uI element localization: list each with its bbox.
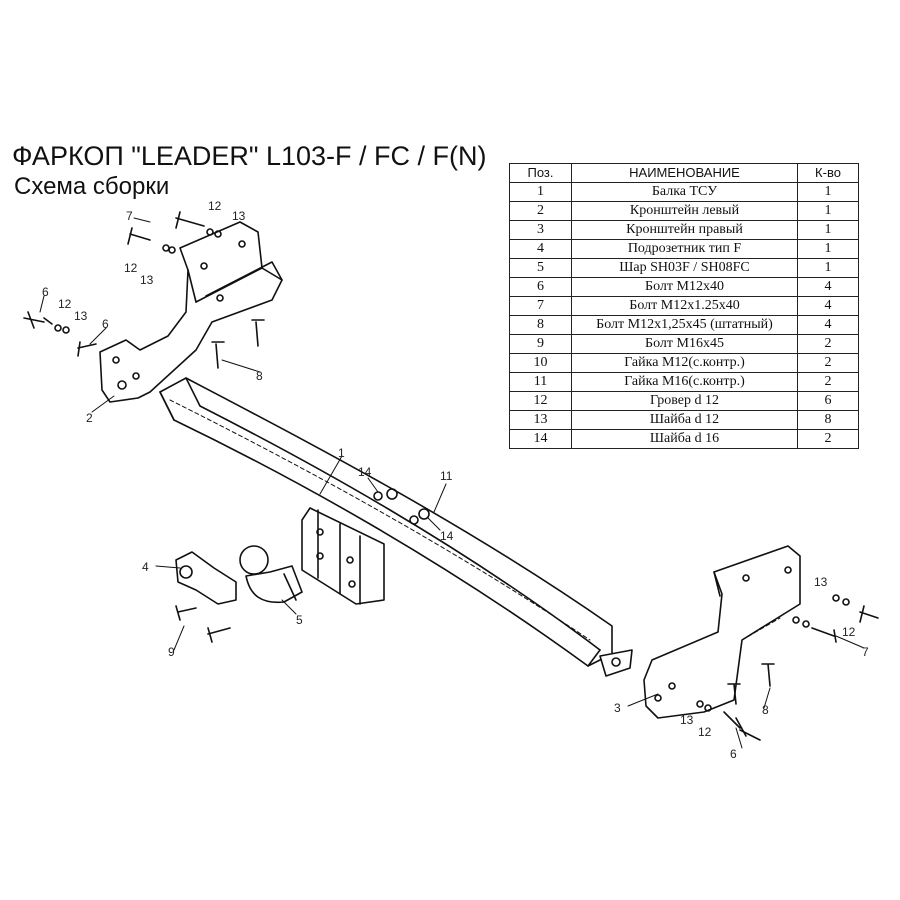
row-pos: 11 — [509, 372, 572, 392]
callout-4: 4 — [142, 560, 149, 574]
callout-8-right: 8 — [762, 703, 769, 717]
callout-3: 3 — [614, 701, 621, 715]
table-header-row: Поз. НАИМЕНОВАНИЕ К-во — [509, 163, 859, 183]
left-bracket — [99, 221, 283, 403]
leader-lines — [39, 217, 865, 749]
callout-5: 5 — [296, 613, 303, 627]
callout-13-d: 13 — [814, 575, 828, 589]
callout-13-b: 13 — [140, 273, 154, 287]
row-name: Гайка М12(с.контр.) — [571, 353, 798, 373]
callout-14-b: 14 — [440, 529, 454, 543]
callout-13-c: 13 — [74, 309, 88, 323]
callout-11: 11 — [440, 469, 453, 483]
tow-ball — [239, 545, 303, 604]
callout-6-right: 6 — [730, 747, 737, 761]
callout-12-d: 12 — [842, 625, 856, 639]
callout-14-a: 14 — [358, 465, 372, 479]
row-name: Шар SH03F / SH08FC — [571, 258, 798, 278]
header-pos: Поз. — [509, 163, 572, 183]
callout-12-c: 12 — [58, 297, 72, 311]
callout-2: 2 — [86, 411, 93, 425]
callout-12-e: 12 — [698, 725, 712, 739]
diagram-title: ФАРКОП "LEADER" L103-F / FC / F(N) — [12, 141, 487, 171]
diagram-subtitle: Схема сборки — [14, 173, 170, 200]
callout-9: 9 — [168, 645, 175, 659]
row-name: Подрозетник тип F — [571, 239, 798, 259]
row-qty: 1 — [797, 258, 859, 278]
row-name: Болт М12x40 — [571, 277, 798, 297]
callout-8-left: 8 — [256, 369, 263, 383]
callout-12-a: 12 — [208, 199, 222, 213]
row-pos: 14 — [509, 429, 572, 449]
right-bracket — [599, 545, 801, 719]
washers-nuts — [54, 228, 850, 712]
row-name: Кронштейн левый — [571, 201, 798, 221]
bolts — [23, 211, 879, 741]
callout-6-left-a: 6 — [42, 285, 49, 299]
row-name: Болт М16x45 — [571, 334, 798, 354]
socket-plate — [175, 551, 237, 605]
callout-13-e: 13 — [680, 713, 694, 727]
callout-7-left: 7 — [126, 209, 133, 223]
callout-12-b: 12 — [124, 261, 138, 275]
callout-13-a: 13 — [232, 209, 246, 223]
tow-bar-beam — [159, 377, 613, 667]
callout-6-left-b: 6 — [102, 317, 109, 331]
callout-7-right: 7 — [862, 645, 869, 659]
row-qty: 2 — [797, 429, 859, 449]
callout-1: 1 — [338, 446, 345, 460]
hitch-receiver — [301, 507, 385, 605]
